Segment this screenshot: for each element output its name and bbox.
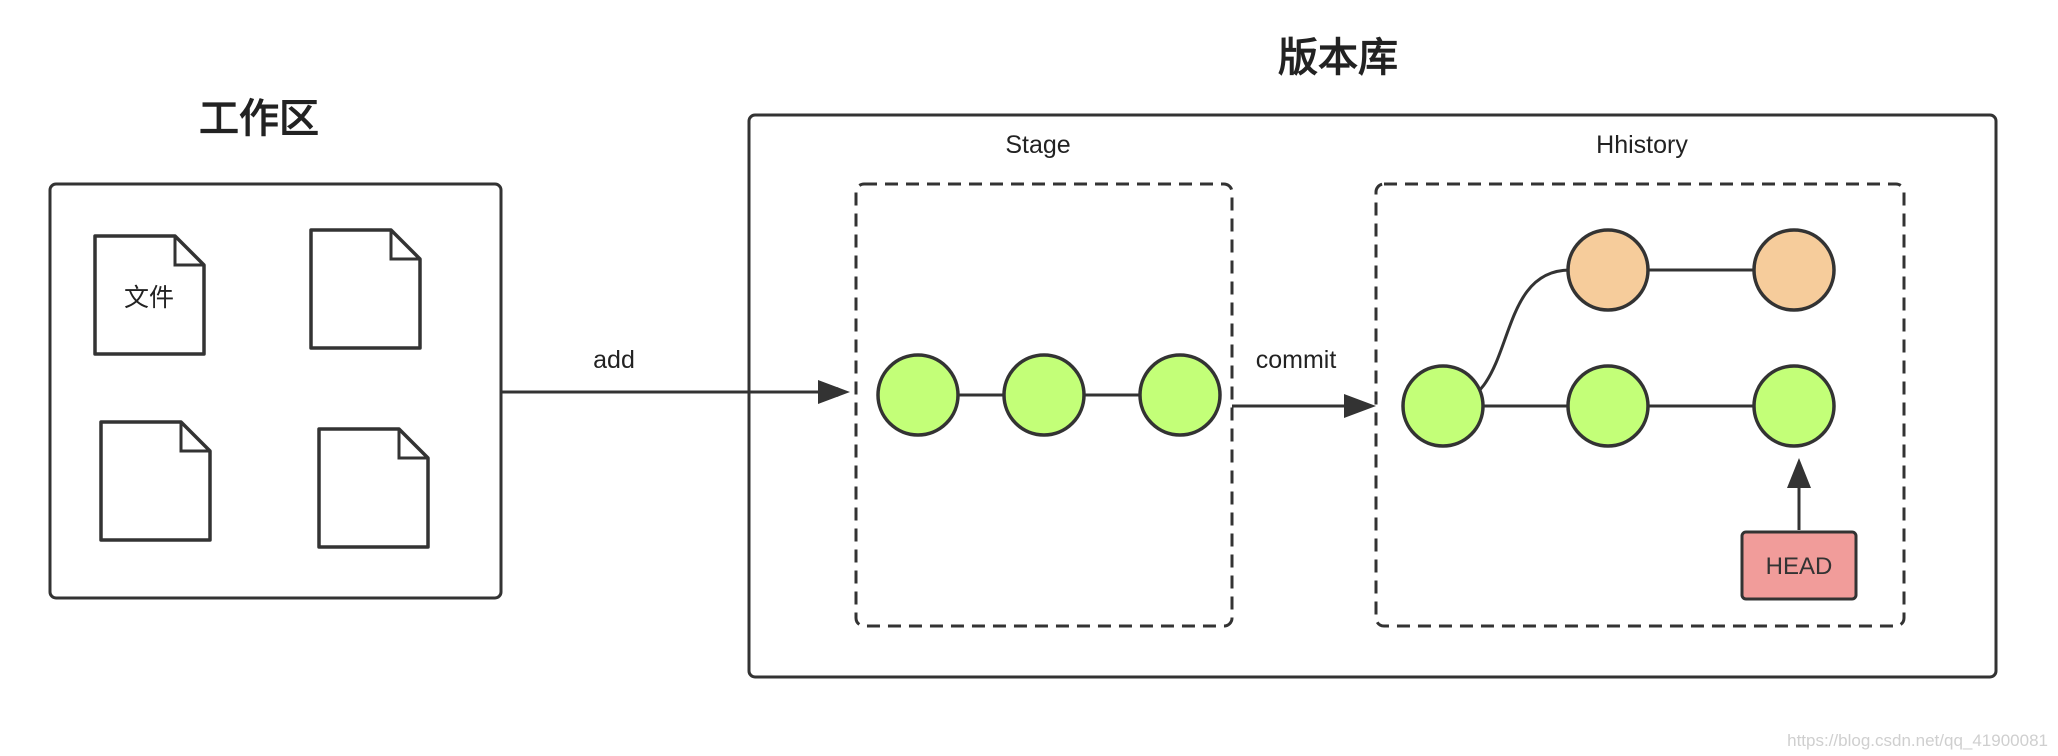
stage-node [876,353,960,437]
repository-box [747,113,1998,679]
stage-label: Stage [1005,131,1070,159]
add-arrowhead [818,380,850,404]
head-pointer-arrowhead [1787,458,1811,488]
head-box [1740,530,1858,601]
watermark: https://blog.csdn.net/qq_41900081 [1787,731,2048,750]
add-label: add [593,346,635,374]
file-icon [309,228,422,350]
history-label: Hhistory [1596,131,1688,159]
file-icon [93,234,206,356]
stage-node [1138,353,1222,437]
head-label: HEAD [1766,553,1833,580]
stage-node [1002,353,1086,437]
branch-node [1566,228,1650,312]
file-label: 文件 [124,283,174,312]
branch-node [1752,228,1836,312]
history-node [1401,364,1485,448]
commit-label: commit [1256,346,1337,374]
stage-box [854,182,1234,628]
file-icon [99,420,212,542]
workspace-title: 工作区 [199,96,319,142]
commit-arrowhead [1344,394,1376,418]
repository-title: 版本库 [1278,35,1398,81]
history-node [1566,364,1650,448]
file-icon [317,427,430,549]
history-node-head [1752,364,1836,448]
history-box [1374,182,1906,628]
